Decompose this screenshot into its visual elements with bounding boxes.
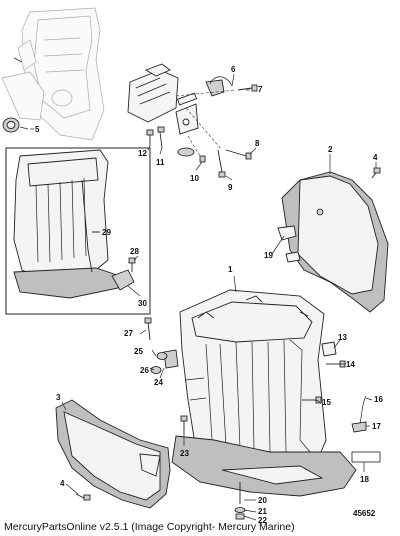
upper-housing-ghost [1,7,105,141]
callout-17: 17 [372,422,381,431]
callout-14: 14 [346,360,355,369]
part-1-lower-housing [171,289,357,497]
copyright-footer: MercuryPartsOnline v2.5.1 (Image Copyrig… [4,521,295,533]
part-5-cap [2,117,29,133]
callout-29: 29 [102,228,111,237]
callout-12: 12 [138,149,147,158]
bracket-assembly [127,63,233,157]
callout-21: 21 [258,507,267,516]
bolt-4-lower [75,493,91,501]
callout-13: 13 [338,333,347,342]
callout-15: 15 [322,398,331,407]
callout-24: 24 [154,378,163,387]
callout-27: 27 [124,329,133,338]
callout-4-upper: 4 [373,153,378,162]
callout-9: 9 [228,183,233,192]
callout-11: 11 [156,158,165,167]
callout-4-lower: 4 [60,479,65,488]
bolt-4-upper [371,167,381,179]
part-3-side-cover [55,399,171,509]
callout-28: 28 [130,247,139,256]
parts-16-17-18 [351,395,381,463]
callout-19: 19 [264,251,273,260]
callout-1: 1 [228,265,233,274]
callout-6: 6 [231,65,236,74]
callout-16: 16 [374,395,383,404]
callout-22: 22 [258,516,267,525]
callout-labels: 1 2 3 4 4 5 6 7 8 9 10 11 12 13 14 15 16… [35,65,383,525]
callout-8: 8 [255,139,260,148]
leader-lines [13,57,377,521]
callout-5: 5 [35,125,40,134]
callout-3: 3 [56,393,61,402]
callout-20: 20 [258,496,267,505]
callout-10: 10 [190,174,199,183]
figure-number: 45652 [353,509,376,518]
bolts-top [146,84,258,178]
inset-box [5,147,151,315]
callout-25: 25 [134,347,143,356]
callout-30: 30 [138,299,147,308]
callout-7: 7 [258,85,263,94]
part-2-side-cover [277,171,389,313]
callout-2: 2 [328,145,333,154]
callout-18: 18 [360,475,369,484]
callout-23: 23 [180,449,189,458]
callout-26: 26 [140,366,149,375]
parts-20-22 [234,482,246,520]
